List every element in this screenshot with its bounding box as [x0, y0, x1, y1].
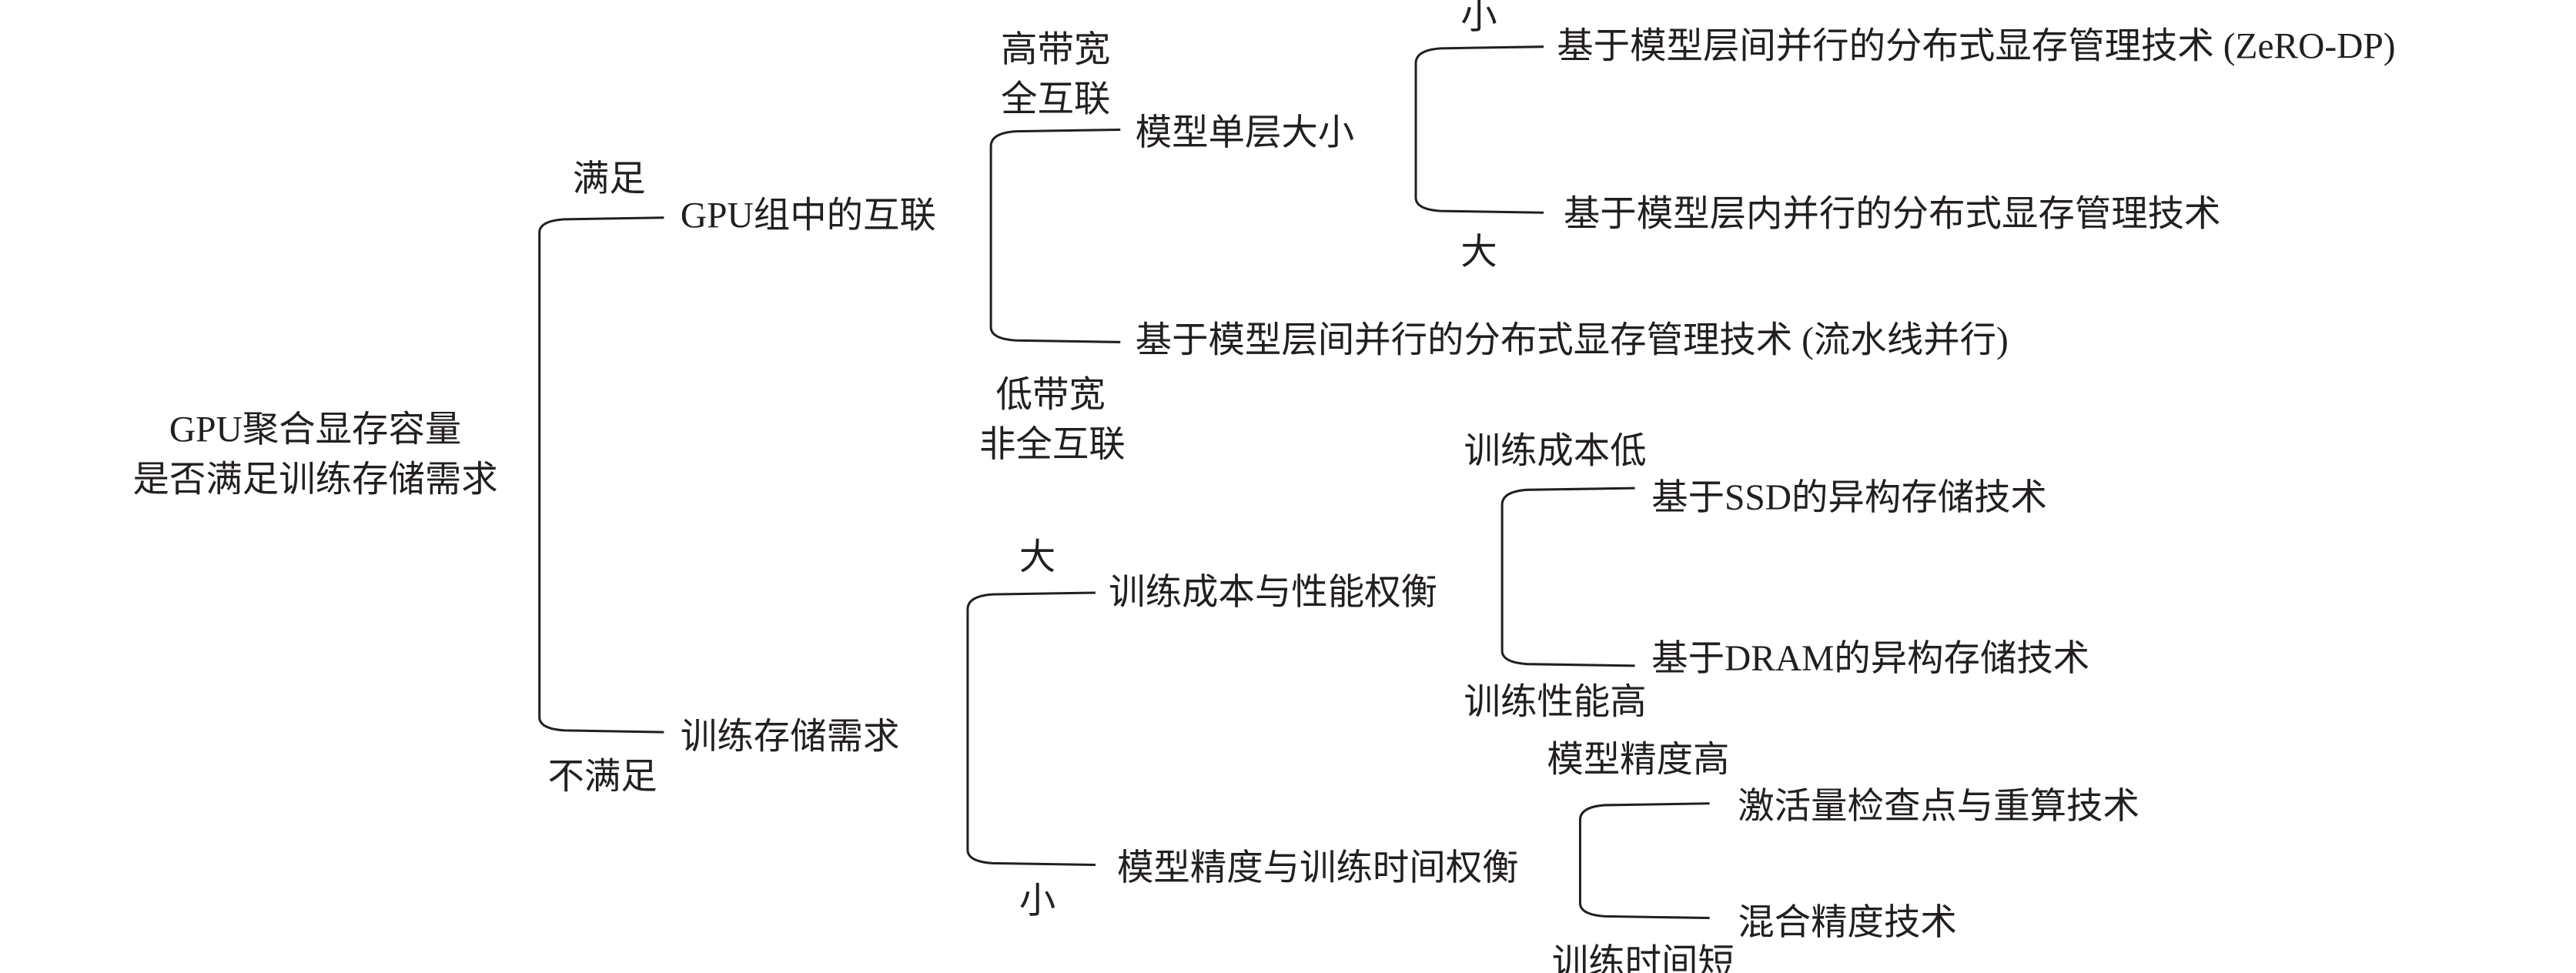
high-accuracy-label: 模型精度高	[1547, 741, 1729, 781]
interconnect-node: GPU组中的互联	[681, 196, 936, 236]
satisfied-label: 满足	[573, 159, 646, 199]
unsatisfied-label: 不满足	[547, 757, 657, 797]
intra-layer-node: 基于模型层内并行的分布式显存管理技术	[1564, 194, 2221, 234]
bracket-root	[538, 216, 664, 734]
low-bandwidth-label-1: 低带宽	[996, 375, 1106, 415]
bracket-cost-perf	[1500, 486, 1635, 667]
root-question-line1: GPU聚合显存容量	[169, 410, 461, 450]
small-need-label: 小	[1019, 881, 1055, 921]
large-layer-label: 大	[1460, 232, 1497, 273]
cost-perf-node: 训练成本与性能权衡	[1109, 573, 1437, 613]
checkpoint-recompute-node: 激活量检查点与重算技术	[1738, 787, 2139, 827]
bracket-storage-need	[966, 591, 1096, 867]
layer-size-node: 模型单层大小	[1136, 113, 1355, 153]
pipeline-parallel-node: 基于模型层间并行的分布式显存管理技术 (流水线并行)	[1136, 320, 2009, 360]
bracket-acc-time	[1578, 802, 1710, 920]
bracket-interconnect	[989, 128, 1121, 343]
mixed-precision-node: 混合精度技术	[1738, 903, 1957, 943]
high-bandwidth-label-1: 高带宽	[1001, 30, 1110, 70]
dram-storage-node: 基于DRAM的异构存储技术	[1651, 639, 2089, 679]
large-need-label: 大	[1019, 538, 1055, 578]
short-time-label: 训练时间短	[1552, 943, 1735, 973]
root-question-line2: 是否满足训练存储需求	[133, 460, 498, 500]
high-perf-label: 训练性能高	[1464, 682, 1647, 722]
high-bandwidth-label-2: 全互联	[1001, 79, 1110, 120]
low-cost-label: 训练成本低	[1464, 432, 1647, 472]
bracket-layer-size	[1414, 45, 1544, 214]
storage-need-node: 训练存储需求	[681, 717, 900, 757]
low-bandwidth-label-2: 非全互联	[979, 424, 1126, 465]
zero-dp-node: 基于模型层间并行的分布式显存管理技术 (ZeRO-DP)	[1557, 27, 2395, 67]
ssd-storage-node: 基于SSD的异构存储技术	[1651, 478, 2047, 518]
small-layer-label: 小	[1460, 0, 1497, 37]
acc-time-node: 模型精度与训练时间权衡	[1117, 848, 1519, 888]
